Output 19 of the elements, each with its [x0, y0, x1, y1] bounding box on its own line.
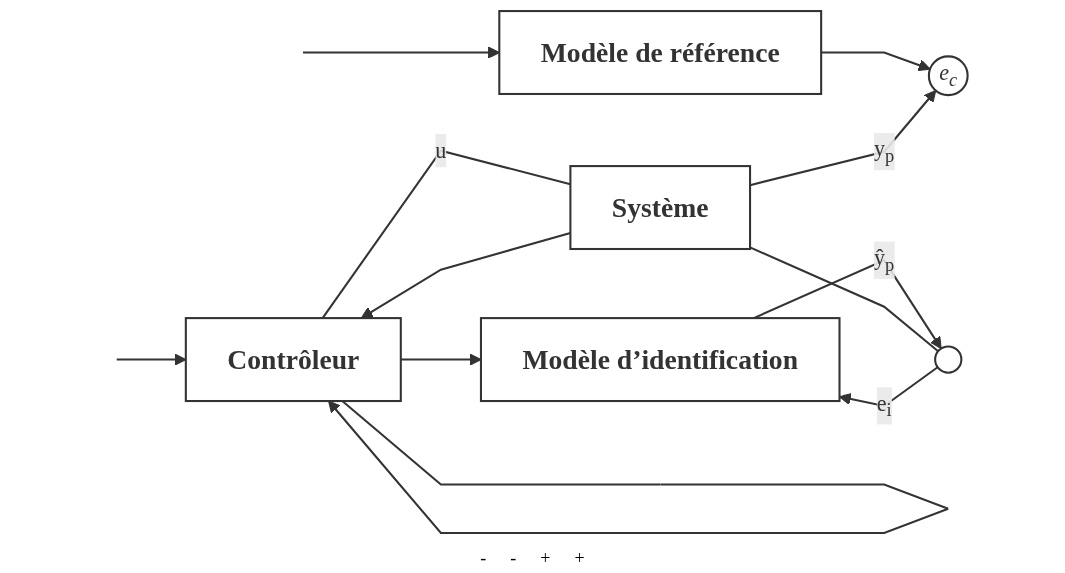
- arrow: [360, 232, 571, 319]
- node-circle: e$_{c}$: [927, 55, 969, 97]
- connector: [749, 246, 939, 352]
- node-box: Contrôleur: [184, 317, 402, 403]
- arrow: [303, 46, 500, 59]
- node-circle: [934, 345, 963, 374]
- edge-label: u: [435, 138, 447, 162]
- node-box: Modèle de référence: [498, 10, 823, 95]
- edge-label: e$_{i}$: [876, 391, 892, 421]
- node-box: Modèle d’identification: [479, 317, 841, 403]
- connector: [321, 149, 571, 319]
- node-box: Système: [569, 165, 752, 251]
- sign-label: -: [480, 548, 487, 569]
- sign-label: +: [574, 548, 585, 569]
- edge-label: ŷ$_{p}$: [874, 245, 895, 275]
- edge-label: y$_{p}$: [874, 137, 895, 167]
- sign-label: +: [540, 548, 551, 569]
- sign-label: -: [510, 548, 517, 569]
- arrow: [821, 51, 931, 72]
